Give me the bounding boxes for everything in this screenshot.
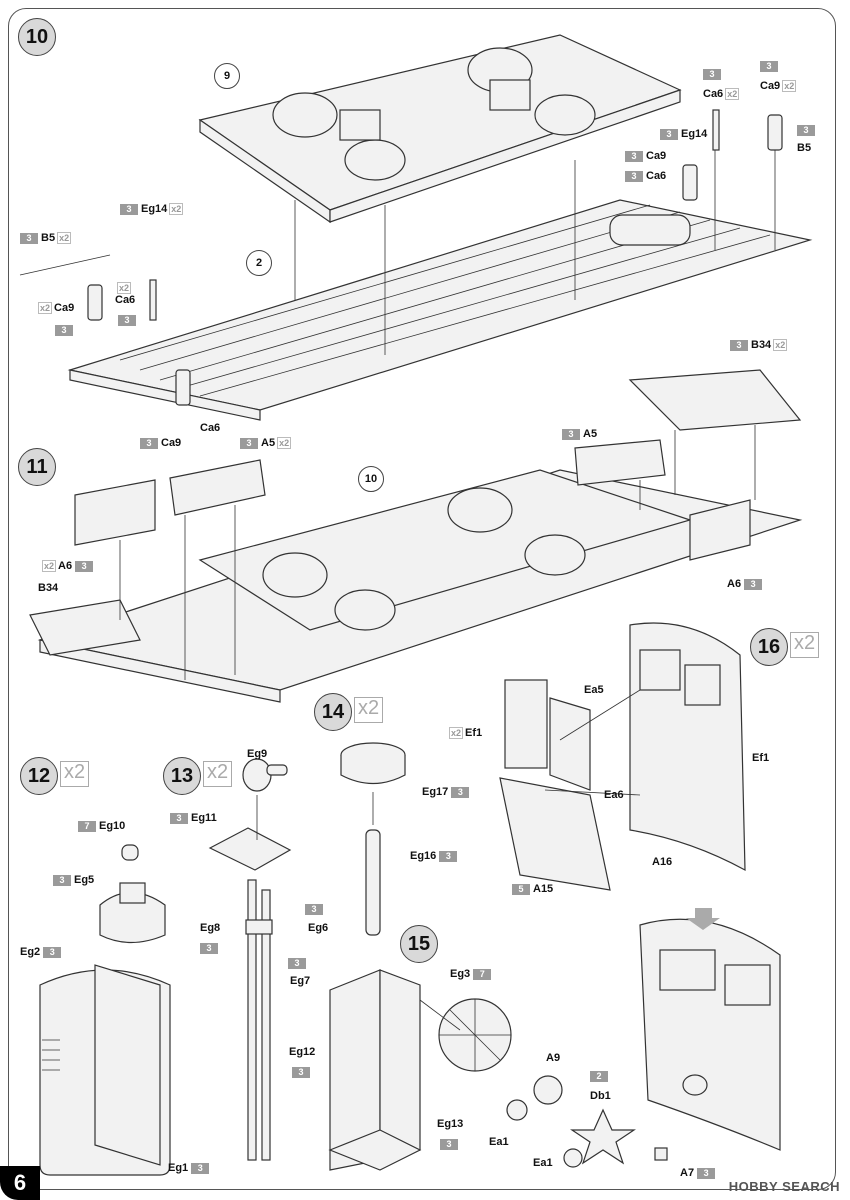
part-code-db1: 2	[590, 1070, 611, 1082]
part-label-ea6: Ea6	[604, 789, 624, 801]
step-14-badge: 14	[314, 693, 352, 731]
part-label-eg3: Eg3 7	[450, 968, 494, 980]
part-code-eg7: 3	[288, 957, 309, 969]
part-label-ea5: Ea5	[584, 684, 604, 696]
headlight-parts	[506, 1075, 668, 1168]
step-12-badge: 12	[20, 757, 58, 795]
step-14-multiplier: x2	[354, 697, 384, 723]
part-label-eg16: Eg16 3	[410, 850, 460, 862]
callout-2: 2	[246, 250, 272, 276]
step-10-badge: 10	[18, 18, 56, 56]
part-code-ca9-c: 3	[55, 324, 76, 336]
part-code-ca9-a: 3	[760, 60, 781, 72]
part-label-db1: Db1	[590, 1090, 611, 1102]
part-code-eg13: 3	[440, 1138, 461, 1150]
step10-small-parts	[19, 109, 783, 406]
part-code-eg12: 3	[292, 1066, 313, 1078]
callout-9: 9	[214, 63, 240, 89]
part-label-ca6-d: Ca6	[200, 422, 221, 434]
step-12-multiplier: x2	[60, 761, 90, 787]
part-code-eg6: 3	[305, 903, 326, 915]
watermark: HOBBY SEARCH	[728, 1179, 840, 1194]
part-label-eg8: Eg8	[200, 922, 221, 934]
callout-10: 10	[358, 466, 384, 492]
part-label-ea1-b: Ea1	[533, 1157, 553, 1169]
bogie-frame-upper	[198, 34, 682, 224]
part-label-a7: A7 3	[680, 1167, 718, 1179]
part-label-a9: A9	[546, 1052, 561, 1064]
step-15-badge: 15	[400, 925, 438, 963]
cab-panels	[499, 622, 746, 891]
step-16-multiplier: x2	[790, 632, 820, 658]
part-label-eg13: Eg13	[437, 1118, 464, 1130]
step11-arrows	[119, 425, 756, 680]
hand-brake-post	[340, 742, 406, 936]
floor-chassis	[67, 199, 813, 421]
assembled-cab	[639, 908, 781, 1151]
part-code-ca6-a: 3	[703, 68, 724, 80]
controller-box	[39, 844, 171, 1176]
part-label-ef1-b: Ef1	[752, 752, 770, 764]
part-label-eg7: Eg7	[290, 975, 311, 987]
part-label-eg1: Eg1 3	[168, 1162, 212, 1174]
part-label-eg9: Eg9	[247, 748, 268, 760]
step-13-multiplier: x2	[203, 761, 233, 787]
step-16-badge: 16	[750, 628, 788, 666]
part-label-eg17: Eg17 3	[422, 786, 472, 798]
part-label-eg2: Eg2 3	[20, 946, 64, 958]
part-label-b34-b: B34	[38, 582, 59, 594]
part-label-b5-a: B5	[797, 142, 812, 154]
part-code-ca6-c: 3	[118, 314, 139, 326]
page-number: 6	[0, 1166, 40, 1200]
step-13-badge: 13	[163, 757, 201, 795]
part-label-eg6: Eg6	[308, 922, 329, 934]
full-chassis	[29, 369, 803, 703]
brake-column	[208, 758, 292, 1161]
part-label-eg12: Eg12	[289, 1046, 316, 1058]
part-label-ea1-a: Ea1	[489, 1136, 509, 1148]
part-code-eg8: 3	[200, 942, 221, 954]
part-code-b5-a: 3	[797, 124, 818, 136]
part-label-a6-b: A6 3	[727, 578, 765, 590]
step-11-badge: 11	[18, 448, 56, 486]
part-label-a16: A16	[652, 856, 673, 868]
brake-wheel-stand	[328, 969, 512, 1171]
